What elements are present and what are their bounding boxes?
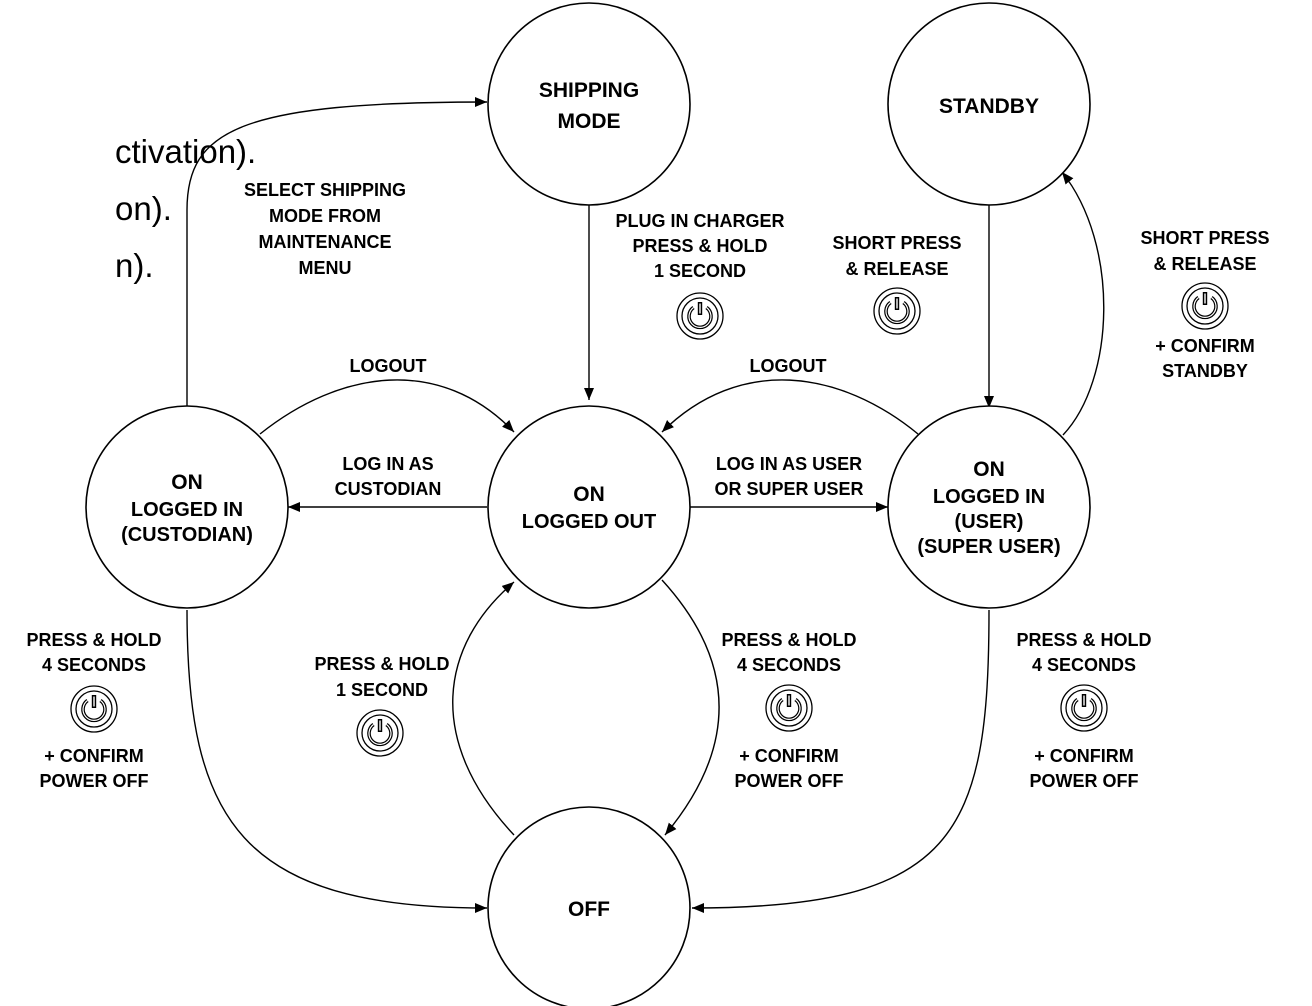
label-login-custodian: LOG IN AS CUSTODIAN — [335, 454, 442, 499]
edges — [186, 97, 1105, 913]
label-line: & RELEASE — [845, 259, 948, 279]
label-logout-left: LOGOUT — [350, 356, 427, 376]
label-line: PLUG IN CHARGER — [615, 211, 784, 231]
state-label-line: ON — [573, 483, 605, 506]
label-line: LOG IN AS USER — [716, 454, 862, 474]
label-on-to-standby: SHORT PRESS & RELEASE + CONFIRM STANDBY — [1140, 228, 1269, 381]
label-line: MENU — [299, 258, 352, 278]
label-line: + CONFIRM — [1034, 746, 1134, 766]
label-standby-short-press: SHORT PRESS & RELEASE — [832, 233, 962, 335]
label-line: SHORT PRESS — [832, 233, 961, 253]
state-standby: STANDBY — [887, 2, 1091, 206]
edge-custodian-to-off — [186, 609, 488, 913]
state-label-line: LOGGED IN — [933, 486, 1045, 508]
label-line: PRESS & HOLD — [314, 654, 449, 674]
state-label-line: MODE — [558, 110, 621, 133]
label-login-user: LOG IN AS USER OR SUPER USER — [714, 454, 863, 499]
power-button-icon — [70, 685, 118, 733]
label-line: LOGOUT — [350, 356, 427, 376]
state-label-line: (CUSTODIAN) — [121, 524, 253, 546]
edge-custodian-to-shipping — [186, 97, 488, 442]
label-line: & RELEASE — [1153, 254, 1256, 274]
label-plug-in-charger: PLUG IN CHARGER PRESS & HOLD 1 SECOND — [615, 211, 785, 340]
label-line: PRESS & HOLD — [632, 236, 767, 256]
label-line: PRESS & HOLD — [26, 630, 161, 650]
power-button-icon — [356, 709, 404, 757]
state-off: OFF — [487, 806, 691, 1006]
state-on-logged-in-custodian: ON LOGGED IN (CUSTODIAN) — [85, 405, 289, 609]
label-off-press-hold-1: PRESS & HOLD 1 SECOND — [314, 654, 450, 757]
power-button-icon — [676, 292, 724, 340]
edge-user-to-off — [691, 609, 990, 913]
label-custodian-power-off: PRESS & HOLD 4 SECONDS + CONFIRM POWER O… — [26, 630, 161, 791]
state-label-line: SHIPPING — [539, 79, 639, 102]
label-loggedout-power-off: PRESS & HOLD 4 SECONDS + CONFIRM POWER O… — [721, 630, 856, 791]
label-line: PRESS & HOLD — [1016, 630, 1151, 650]
label-line: 4 SECONDS — [1032, 655, 1136, 675]
edge-off-to-logged-out — [452, 581, 515, 836]
state-label-line: (USER) — [955, 511, 1024, 533]
label-line: MAINTENANCE — [259, 232, 392, 252]
label-line: STANDBY — [1162, 361, 1248, 381]
power-button-icon — [873, 287, 921, 335]
label-line: LOG IN AS — [342, 454, 433, 474]
side-text-2: on). — [115, 190, 172, 227]
state-label-line: LOGGED IN — [131, 499, 243, 521]
edge-user-logout — [661, 379, 919, 435]
label-line: 1 SECOND — [336, 680, 428, 700]
state-label-line: LOGGED OUT — [522, 511, 656, 533]
side-text-1: ctivation). — [115, 133, 256, 170]
state-shipping-mode: SHIPPING MODE — [487, 2, 691, 206]
state-label-line: ON — [973, 458, 1005, 481]
label-line: + CONFIRM — [739, 746, 839, 766]
label-line: 4 SECONDS — [737, 655, 841, 675]
label-line: LOGOUT — [750, 356, 827, 376]
label-user-power-off: PRESS & HOLD 4 SECONDS + CONFIRM POWER O… — [1016, 630, 1151, 791]
power-button-icon — [765, 684, 813, 732]
label-line: MODE FROM — [269, 206, 381, 226]
state-label-line: (SUPER USER) — [917, 536, 1060, 558]
label-line: SELECT SHIPPING — [244, 180, 406, 200]
label-line: 4 SECONDS — [42, 655, 146, 675]
label-line: POWER OFF — [1030, 771, 1139, 791]
state-label-line: ON — [171, 471, 203, 494]
side-text-3: n). — [115, 247, 154, 284]
label-line: 1 SECOND — [654, 261, 746, 281]
label-line: OR SUPER USER — [714, 479, 863, 499]
label-line: + CONFIRM — [44, 746, 144, 766]
state-label-line: OFF — [568, 898, 610, 921]
state-label-line: STANDBY — [939, 95, 1039, 118]
label-line: PRESS & HOLD — [721, 630, 856, 650]
label-line: POWER OFF — [735, 771, 844, 791]
state-on-logged-in-user: ON LOGGED IN (USER) (SUPER USER) — [887, 405, 1091, 609]
label-line: POWER OFF — [40, 771, 149, 791]
label-line: + CONFIRM — [1155, 336, 1255, 356]
power-button-icon — [1060, 684, 1108, 732]
edge-logged-out-to-off — [661, 579, 720, 836]
power-button-icon — [1181, 282, 1229, 330]
edge-custodian-logout — [259, 379, 515, 435]
label-logout-right: LOGOUT — [750, 356, 827, 376]
label-select-shipping-mode: SELECT SHIPPING MODE FROM MAINTENANCE ME… — [244, 180, 406, 278]
label-line: SHORT PRESS — [1140, 228, 1269, 248]
label-line: CUSTODIAN — [335, 479, 442, 499]
edge-user-to-standby — [1061, 171, 1105, 436]
state-on-logged-out: ON LOGGED OUT — [487, 405, 691, 609]
